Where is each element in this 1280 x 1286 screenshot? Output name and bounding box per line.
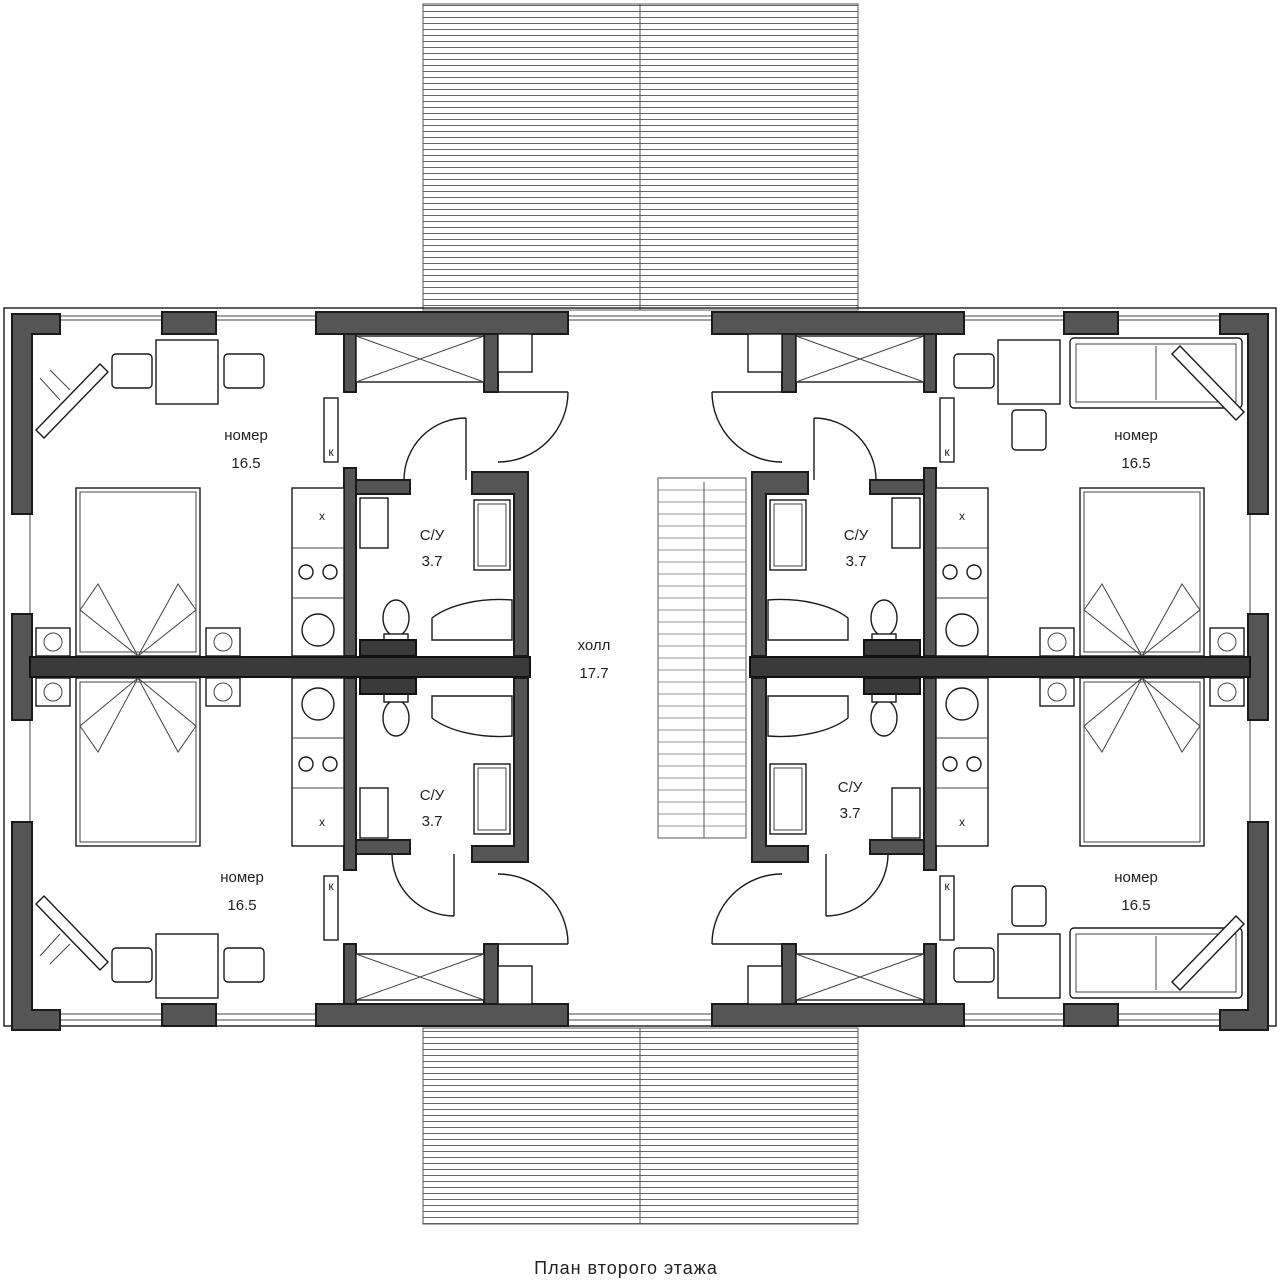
bath-fixtures-right (767, 497, 921, 839)
exterior-walls (11, 311, 1269, 1031)
corner-desks (35, 345, 1245, 991)
balcony-bottom (422, 1027, 859, 1225)
room-labels: номер 16.5 номер 16.5 номер 16.5 номер 1… (220, 427, 1158, 914)
wardrobe-mark-tl: к (328, 445, 334, 459)
sink-mark-br: х (959, 815, 965, 829)
sink-mark-tr: х (959, 509, 965, 523)
sofas (1069, 337, 1243, 999)
bath-bottom-left-name: С/У (420, 787, 445, 804)
bathroom-walls-right (747, 333, 937, 1005)
doors (391, 391, 889, 945)
room-top-right-name: номер (1114, 427, 1158, 444)
bath-bottom-right-name: С/У (838, 779, 863, 796)
bathroom-walls-left (343, 333, 533, 1005)
bath-top-left-name: С/У (420, 527, 445, 544)
wardrobe-mark-br: к (944, 879, 950, 893)
room-bottom-right-name: номер (1114, 869, 1158, 886)
room-bottom-left-area: 16.5 (227, 897, 256, 914)
room-top-left-area: 16.5 (231, 455, 260, 472)
bath-top-left-area: 3.7 (422, 553, 443, 570)
plan-caption: План второго этажа (534, 1258, 718, 1278)
beds (75, 487, 1205, 847)
tables-chairs (111, 339, 1061, 999)
bath-fixtures-left (359, 497, 513, 839)
wardrobe-mark-bl: к (328, 879, 334, 893)
bath-bottom-left-area: 3.7 (422, 813, 443, 830)
staircase (657, 477, 747, 839)
sink-mark-tl: х (319, 509, 325, 523)
hall-name: холл (578, 637, 611, 654)
room-top-left-name: номер (224, 427, 268, 444)
center-partition (29, 656, 1251, 678)
room-bottom-right-area: 16.5 (1121, 897, 1150, 914)
wardrobes (355, 335, 925, 1001)
bath-top-right-area: 3.7 (846, 553, 867, 570)
room-top-right-area: 16.5 (1121, 455, 1150, 472)
bath-bottom-right-area: 3.7 (840, 805, 861, 822)
bath-top-right-name: С/У (844, 527, 869, 544)
kitchenette-left (291, 397, 345, 941)
wardrobe-mark-tr: к (944, 445, 950, 459)
nightstands (35, 627, 1245, 707)
sink-mark-bl: х (319, 815, 325, 829)
balcony-top (422, 3, 859, 311)
kitchenette-right (935, 397, 989, 941)
hall-area: 17.7 (579, 665, 608, 682)
room-bottom-left-name: номер (220, 869, 264, 886)
